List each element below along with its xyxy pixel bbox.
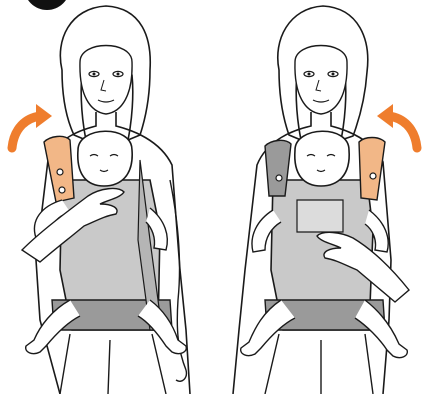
curved-arrow-icon [389,116,417,148]
baby-head [295,131,349,186]
parent-legs [265,334,373,394]
parent-legs [60,334,166,394]
figure-left-svg [0,0,213,394]
baby-head [78,131,132,186]
figure-left-strap-adjust [0,0,213,394]
strap-buckle-right [370,173,376,179]
curved-arrow-icon [12,116,40,148]
parent-face [80,46,132,115]
figure-right-strap-adjust [213,0,426,394]
carrier-head-support [297,200,343,232]
figure-right-svg [213,0,426,394]
carrier-strap-right-highlight [359,138,385,201]
parent-face [295,46,347,115]
strap-buckle-left [57,169,63,175]
